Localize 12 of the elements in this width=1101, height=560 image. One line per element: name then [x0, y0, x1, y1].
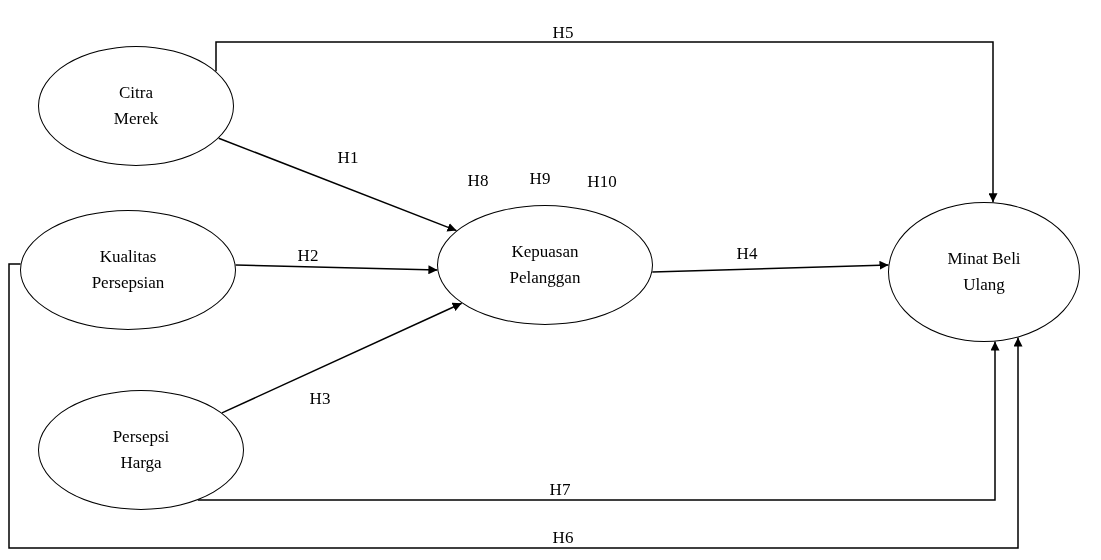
arrow — [221, 302, 463, 414]
arrow — [8, 263, 1023, 549]
construct-name: Citra Merek — [112, 81, 160, 130]
arrow — [651, 260, 890, 273]
arrow — [215, 41, 998, 204]
arrow — [234, 264, 439, 275]
construct-name: Kepuasan Pelanggan — [508, 240, 582, 289]
arrow — [217, 137, 458, 232]
construct-name: Minat Beli Ulang — [946, 247, 1022, 296]
construct-name: Persepsi Harga — [111, 425, 171, 474]
construct-name: Kualitas Persepsian — [90, 245, 166, 294]
arrow — [197, 340, 1000, 501]
